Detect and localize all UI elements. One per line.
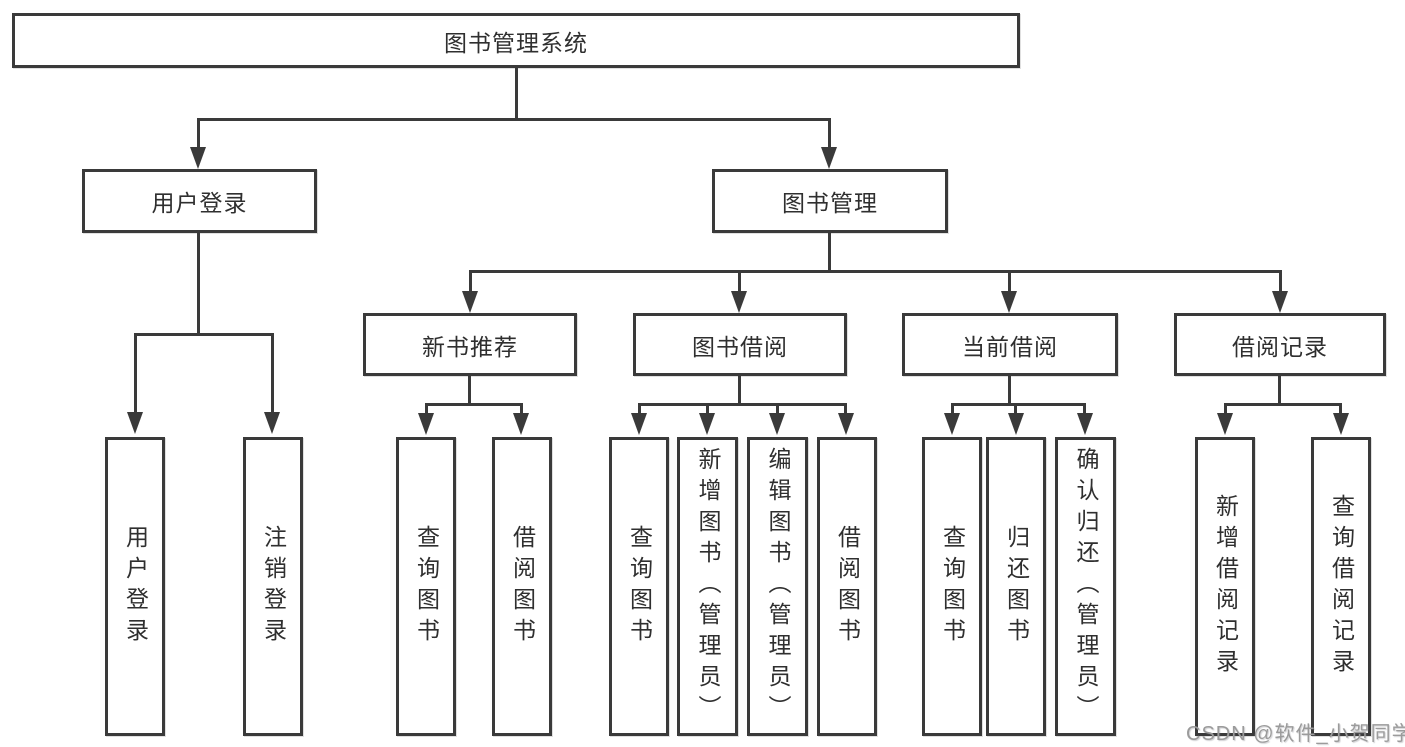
node-book-borrow-label: 图书借阅 (692, 333, 788, 360)
connector-line (1224, 403, 1227, 415)
connector-line (738, 376, 741, 406)
connector-line (425, 403, 428, 415)
leaf-borrow-borrow-books-label: 借阅图书 (834, 524, 861, 649)
node-new-book-rec-label: 新书推荐 (422, 333, 518, 360)
connector-line (1279, 270, 1282, 295)
node-root: 图书管理系统 (12, 13, 1020, 68)
connector-arrow (1008, 413, 1024, 435)
leaf-current-query-books: 查询图书 (922, 437, 982, 736)
connector-arrow (418, 413, 434, 435)
connector-line (1339, 403, 1342, 415)
csdn-watermark: CSDN @软件_小贺同学 (1186, 723, 1405, 745)
connector-arrow (462, 291, 478, 313)
connector-line (738, 270, 741, 295)
connector-line (271, 333, 274, 414)
leaf-query-borrow-record-label: 查询借阅记录 (1328, 493, 1355, 680)
connector-arrow (838, 413, 854, 435)
connector-line (706, 403, 709, 415)
connector-line (469, 270, 472, 295)
connector-line (520, 403, 523, 415)
connector-arrow (1217, 413, 1233, 435)
connector-line (197, 118, 831, 121)
connector-arrow (1333, 413, 1349, 435)
leaf-add-book-admin-label: 新增图书（管理员） (695, 447, 721, 726)
connector-arrow (264, 412, 280, 434)
node-current-borrow: 当前借阅 (902, 313, 1118, 376)
connector-line (638, 403, 641, 415)
connector-arrow (1001, 291, 1017, 313)
leaf-query-borrow-record: 查询借阅记录 (1311, 437, 1371, 736)
leaf-rec-borrow-books: 借阅图书 (492, 437, 552, 736)
node-current-borrow-label: 当前借阅 (962, 333, 1058, 360)
leaf-add-borrow-record: 新增借阅记录 (1195, 437, 1255, 736)
connector-line (828, 118, 831, 150)
leaf-logout-label: 注销登录 (260, 524, 287, 649)
connector-line (1224, 403, 1342, 406)
leaf-add-book-admin: 新增图书（管理员） (677, 437, 738, 736)
node-user-login-label: 用户登录 (151, 190, 248, 216)
leaf-borrow-query-books: 查询图书 (609, 437, 669, 736)
connector-line (515, 68, 518, 121)
connector-line (197, 233, 200, 336)
connector-line (844, 403, 847, 415)
connector-line (1008, 270, 1011, 295)
connector-arrow (699, 413, 715, 435)
connector-line (1014, 403, 1017, 415)
leaf-rec-query-books-label: 查询图书 (413, 524, 440, 649)
connector-arrow (127, 412, 143, 434)
leaf-edit-book-admin: 编辑图书（管理员） (747, 437, 808, 736)
leaf-add-borrow-record-label: 新增借阅记录 (1212, 493, 1239, 680)
connector-line (638, 403, 847, 406)
connector-arrow (631, 413, 647, 435)
leaf-return-book: 归还图书 (986, 437, 1046, 736)
connector-line (951, 403, 954, 415)
connector-arrow (769, 413, 785, 435)
connector-line (1083, 403, 1086, 415)
node-book-borrow: 图书借阅 (633, 313, 847, 376)
node-borrow-record-label: 借阅记录 (1232, 333, 1328, 360)
connector-arrow (1077, 413, 1093, 435)
connector-line (197, 118, 200, 150)
leaf-return-book-label: 归还图书 (1003, 524, 1030, 649)
connector-line (828, 233, 831, 273)
connector-arrow (731, 291, 747, 313)
connector-line (1008, 376, 1011, 406)
leaf-logout: 注销登录 (243, 437, 303, 736)
connector-arrow (1272, 291, 1288, 313)
node-book-mgmt-label: 图书管理 (782, 190, 878, 216)
connector-line (134, 333, 137, 414)
connector-arrow (513, 413, 529, 435)
leaf-confirm-return-admin-label: 确认归还（管理员） (1073, 447, 1099, 726)
connector-line (1278, 376, 1281, 406)
leaf-borrow-borrow-books: 借阅图书 (817, 437, 877, 736)
connector-arrow (944, 413, 960, 435)
connector-line (134, 333, 274, 336)
node-book-mgmt: 图书管理 (712, 169, 948, 233)
leaf-user-login: 用户登录 (105, 437, 165, 736)
leaf-rec-query-books: 查询图书 (396, 437, 456, 736)
leaf-confirm-return-admin: 确认归还（管理员） (1055, 437, 1116, 736)
connector-line (468, 376, 471, 406)
connector-line (776, 403, 779, 415)
leaf-borrow-query-books-label: 查询图书 (626, 524, 653, 649)
node-new-book-rec: 新书推荐 (363, 313, 577, 376)
leaf-edit-book-admin-label: 编辑图书（管理员） (765, 447, 791, 726)
leaf-rec-borrow-books-label: 借阅图书 (509, 524, 536, 649)
node-root-label: 图书管理系统 (444, 29, 588, 56)
connector-line (425, 403, 523, 406)
node-borrow-record: 借阅记录 (1174, 313, 1386, 376)
connector-line (951, 403, 1086, 406)
connector-arrow (821, 147, 837, 169)
connector-line (469, 270, 1282, 273)
leaf-user-login-label: 用户登录 (122, 524, 149, 649)
connector-arrow (190, 147, 206, 169)
node-user-login: 用户登录 (82, 169, 317, 233)
leaf-current-query-books-label: 查询图书 (939, 524, 966, 649)
